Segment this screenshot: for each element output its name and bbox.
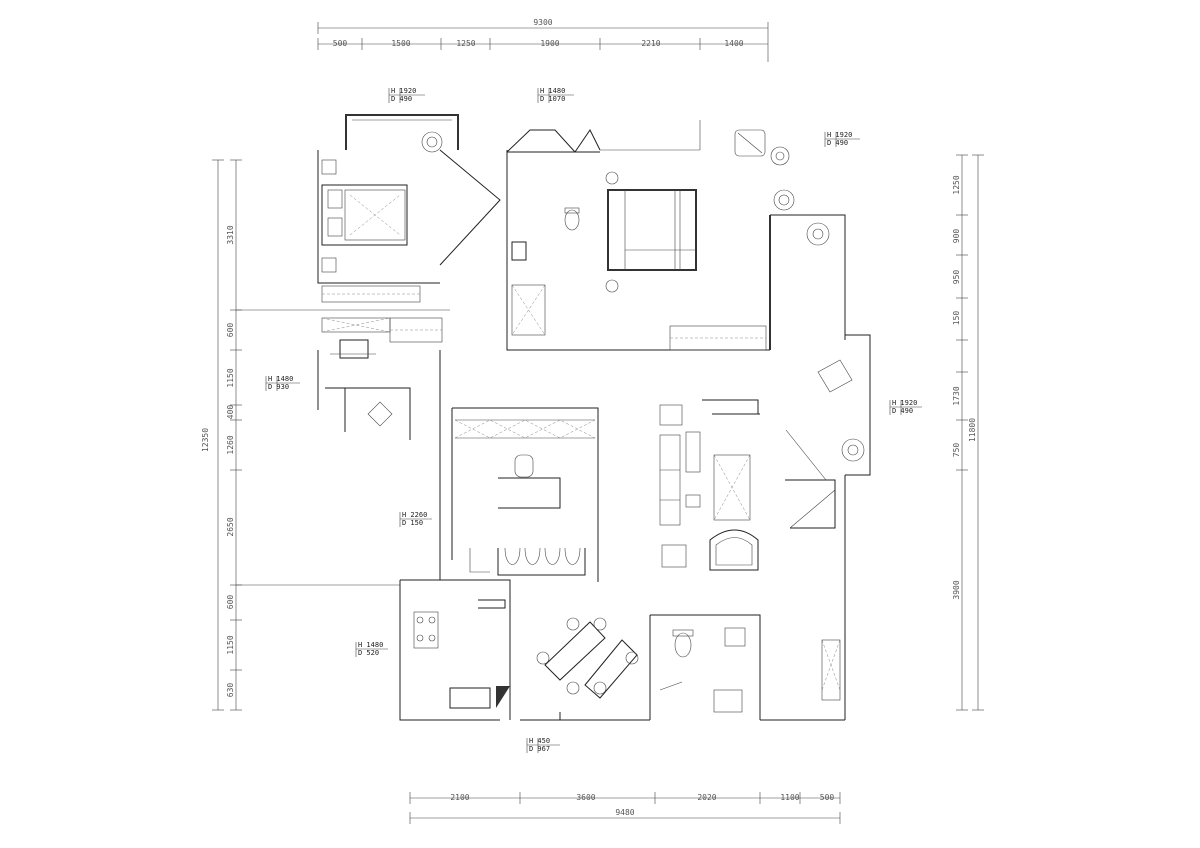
dining-table xyxy=(536,617,639,699)
cabinet-depth: D 150 xyxy=(402,519,423,527)
cabinet-tag: H 1920 D 490 xyxy=(388,87,425,103)
left-dim-8: 1150 xyxy=(226,635,235,654)
cabinet-height: H 2260 xyxy=(402,511,427,519)
top-dimension-lines: 9300 500 1500 1250 1900 2210 1400 xyxy=(317,18,769,62)
cabinet-tags: H 1920 D 490 H 1480 D 1070 H 1920 D 490 … xyxy=(265,87,922,753)
cabinet-height: H 450 xyxy=(529,737,550,745)
left-total-dim: 12350 xyxy=(201,428,210,452)
side-table-left xyxy=(367,401,393,427)
bottom-dim-5: 500 xyxy=(820,793,835,802)
desk-chair-left xyxy=(330,339,376,359)
sink-icon xyxy=(449,241,746,709)
cabinet-height: H 1920 xyxy=(827,131,852,139)
bottom-dim-3: 2020 xyxy=(697,793,716,802)
bed-right xyxy=(605,171,697,293)
cabinet-height: H 1480 xyxy=(268,375,293,383)
dining-chair-living xyxy=(514,454,534,478)
cabinet-tag: H 1480 D 930 xyxy=(265,375,300,391)
cabinet-depth: D 490 xyxy=(391,95,412,103)
top-dim-5: 2210 xyxy=(641,39,660,48)
sofa-living xyxy=(497,547,586,576)
cabinet-height: H 1920 xyxy=(391,87,416,95)
top-dim-2: 1500 xyxy=(391,39,410,48)
left-dim-9: 630 xyxy=(226,683,235,698)
cabinet-depth: D 930 xyxy=(268,383,289,391)
cabinet-depth: D 490 xyxy=(827,139,848,147)
left-dim-4: 400 xyxy=(226,405,235,420)
bottom-dim-2: 3600 xyxy=(576,793,595,802)
shower-enclosure xyxy=(511,284,841,701)
left-dim-1: 3310 xyxy=(226,225,235,244)
wardrobe-left xyxy=(321,285,443,343)
plant-icon xyxy=(421,131,865,462)
bottom-dim-1: 2100 xyxy=(450,793,469,802)
cabinet-tag: H 2260 D 150 xyxy=(399,511,432,527)
kitchen-counter xyxy=(413,611,510,708)
lounge-chair-top-right xyxy=(734,129,766,157)
left-dim-5: 1260 xyxy=(226,435,235,454)
left-dim-2: 600 xyxy=(226,323,235,338)
cabinet-height: H 1480 xyxy=(358,641,383,649)
cabinet-tag: H 450 D 967 xyxy=(526,737,560,753)
right-dim-6: 750 xyxy=(952,443,961,458)
door-swing xyxy=(469,548,743,713)
cabinet-depth: D 967 xyxy=(529,745,550,753)
left-dim-7: 600 xyxy=(226,595,235,610)
cabinet-tag: H 1920 D 490 xyxy=(824,131,860,147)
left-dimension-lines: 12350 3310 600 1150 400 1260 2650 600 11… xyxy=(201,159,450,711)
top-dim-3: 1250 xyxy=(456,39,475,48)
left-dim-3: 1150 xyxy=(226,368,235,387)
armchair-right xyxy=(817,359,853,393)
right-dim-1: 1250 xyxy=(952,175,961,194)
cabinet-tag: H 1480 D 520 xyxy=(355,641,388,657)
right-dim-3: 950 xyxy=(952,270,961,285)
right-dimension-lines: 1250 900 950 150 1730 750 3900 11800 xyxy=(952,154,984,711)
cabinet-tag: H 1480 D 1070 xyxy=(537,87,574,103)
cabinet-height: H 1480 xyxy=(540,87,565,95)
bottom-dimension-lines: 2100 3600 2020 1100 500 9480 xyxy=(409,792,841,824)
cabinet-tag: H 1920 D 490 xyxy=(889,399,922,415)
bottom-dim-4: 1100 xyxy=(780,793,799,802)
right-dim-2: 900 xyxy=(952,229,961,244)
stair-shower-right xyxy=(713,429,836,529)
cabinet-depth: D 1070 xyxy=(540,95,565,103)
right-dim-5: 1730 xyxy=(952,386,961,405)
top-total-dim: 9300 xyxy=(533,18,552,27)
wardrobe-right-bedroom xyxy=(669,325,767,351)
toilet-icon xyxy=(564,207,694,658)
right-total-dim: 11800 xyxy=(968,418,977,442)
cabinet-depth: D 520 xyxy=(358,649,379,657)
walls xyxy=(317,114,871,721)
top-dim-4: 1900 xyxy=(540,39,559,48)
top-dim-1: 500 xyxy=(333,39,348,48)
top-dim-6: 1400 xyxy=(724,39,743,48)
right-dim-7: 3900 xyxy=(952,580,961,599)
tv-cabinet-living xyxy=(454,419,596,439)
cabinet-height: H 1920 xyxy=(892,399,917,407)
bed-top-left xyxy=(321,159,408,273)
right-dim-4: 150 xyxy=(952,311,961,326)
left-dim-6: 2650 xyxy=(226,517,235,536)
bookshelf-living-right xyxy=(659,404,701,526)
cabinet-depth: D 490 xyxy=(892,407,913,415)
bottom-total-dim: 9480 xyxy=(615,808,634,817)
armchair-bottom-right xyxy=(661,529,759,571)
